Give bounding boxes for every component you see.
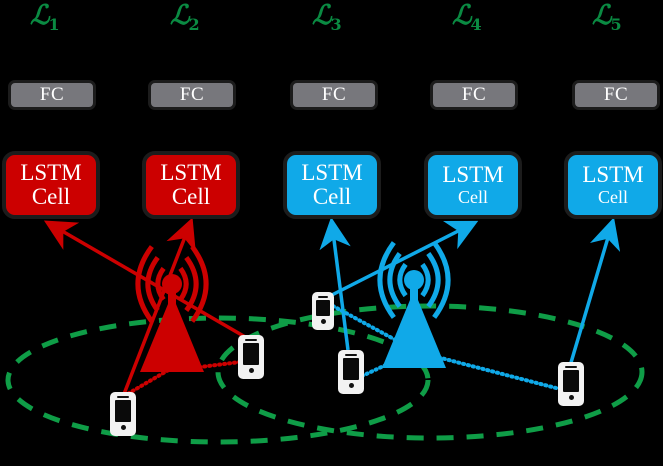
lstm-cell-line2: Cell (312, 184, 352, 209)
tower-signal-wave-icon (178, 266, 189, 302)
phone-1 (110, 392, 136, 436)
lstm-cell-line1: LSTM (582, 162, 644, 188)
phone-speaker-icon (244, 339, 258, 341)
loss-label-3: ℒ3 (312, 2, 342, 33)
phone-screen (562, 370, 580, 392)
loss-symbol: ℒ (592, 0, 612, 31)
phone-home-button-icon (348, 383, 354, 388)
phone-home-button-icon (568, 395, 574, 400)
lstm-cell-line1: LSTM (160, 159, 222, 185)
loss-subscript: 2 (188, 15, 200, 34)
loss-subscript: 3 (330, 15, 342, 34)
lstm-cell-line2: Cell (171, 184, 211, 209)
phone-speaker-icon (564, 366, 578, 368)
arrow-phone4-to-lstm3 (319, 217, 351, 351)
lstm-cell-line2: Cell (31, 184, 71, 209)
tower-neck-icon (410, 286, 418, 306)
phone-speaker-icon (318, 296, 328, 298)
tower-signal-wave-icon (190, 245, 209, 323)
loss-label-4: ℒ4 (452, 2, 482, 33)
tower-signal-wave-icon (432, 241, 451, 319)
loss-symbol: ℒ (452, 0, 472, 31)
tower-neck-icon (168, 290, 176, 310)
loss-label-5: ℒ5 (592, 2, 622, 33)
loss-label-1: ℒ1 (30, 2, 60, 33)
tower-signal-wave-icon (145, 255, 160, 313)
base-stations (135, 241, 451, 372)
tower-signal-wave-icon (420, 262, 431, 298)
phone-screen (342, 358, 360, 380)
lstm-cell-line2: Cell (458, 186, 488, 207)
coverage-ellipse-left (5, 315, 431, 445)
arrow-phone3-to-lstm4 (321, 220, 479, 302)
uplink-phone1-red (122, 366, 174, 398)
tower-signal-wave-icon (135, 245, 154, 323)
tower-emitter-icon (404, 270, 424, 290)
phone-speaker-icon (344, 354, 358, 356)
phone-home-button-icon (120, 425, 126, 430)
tower-signal-wave-icon (377, 241, 396, 319)
lstm-cell-line2: Cell (598, 186, 628, 207)
phone-5 (558, 362, 584, 406)
loss-subscript: 4 (470, 15, 482, 34)
tower-signal-wave-icon (397, 262, 408, 298)
fc-box-4: FC (430, 80, 518, 110)
base-station-blue (377, 241, 451, 368)
fc-box-3: FC (290, 80, 378, 110)
loss-subscript: 1 (48, 15, 60, 34)
fc-box-5: FC (572, 80, 660, 110)
tower-mast-icon (382, 300, 446, 368)
lstm-cell-line1: LSTM (442, 162, 504, 188)
loss-symbol: ℒ (170, 0, 190, 31)
fc-box-2: FC (148, 80, 236, 110)
phone-home-button-icon (320, 319, 326, 324)
feature-arrows (43, 217, 621, 395)
arrow-phone1-to-lstm2 (122, 217, 196, 395)
loss-subscript: 5 (610, 15, 622, 34)
phone-4 (338, 350, 364, 394)
loss-symbol: ℒ (30, 0, 50, 31)
tower-signal-wave-icon (426, 251, 441, 309)
arrow-phone2-to-lstm1 (43, 220, 248, 340)
phone-home-button-icon (248, 368, 254, 373)
phone-speaker-icon (116, 396, 130, 398)
fc-box-1: FC (8, 80, 96, 110)
phone-screen (316, 300, 330, 316)
phone-screen (114, 400, 132, 422)
tower-signal-wave-icon (387, 251, 402, 309)
loss-symbol: ℒ (312, 0, 332, 31)
phone-2 (238, 335, 264, 379)
loss-label-2: ℒ2 (170, 2, 200, 33)
arrow-phone5-to-lstm5 (568, 217, 621, 367)
tower-mast-icon (140, 304, 204, 372)
lstm-cell-line1: LSTM (301, 159, 363, 185)
phone-3 (312, 292, 334, 330)
phone-screen (242, 343, 260, 365)
lstm-cell-line1: LSTM (20, 159, 82, 185)
